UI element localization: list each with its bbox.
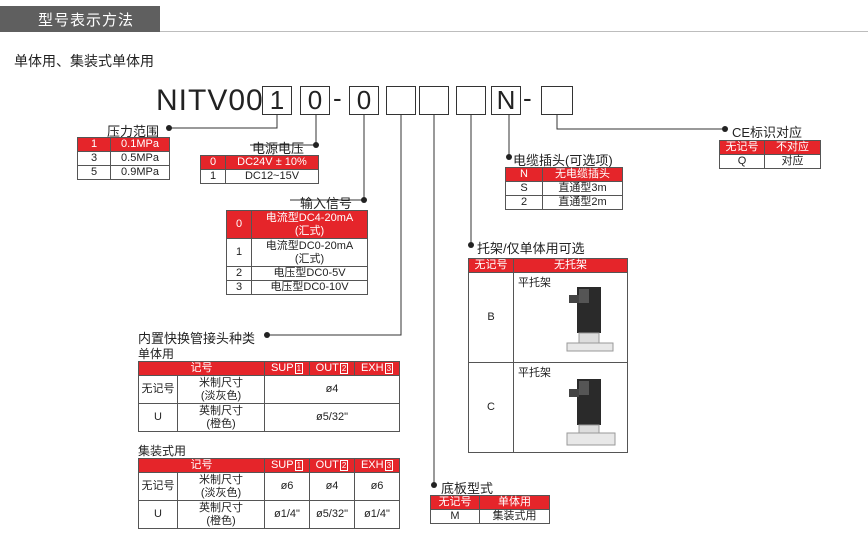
code-box-input: 0 — [349, 86, 379, 115]
fitting-label: 内置快换管接头种类 — [138, 331, 256, 346]
code-box-bracket — [456, 86, 486, 115]
model-prefix: NITV00 — [156, 84, 264, 117]
code-box-cable: N — [491, 86, 521, 115]
table-row: 无记号不对应 — [719, 140, 821, 155]
cable-label: 电缆插头(可选项) — [513, 153, 613, 168]
code-box-base — [419, 86, 449, 115]
section-title: 型号表示方法 — [38, 12, 135, 29]
flat-bracket-regulator-image-c — [566, 379, 616, 446]
table-row: B 平托架 — [468, 272, 628, 363]
base-dot — [431, 482, 437, 488]
table-row: 无记号单体用 — [430, 495, 550, 510]
code-box-fitting — [386, 86, 416, 115]
section-header-bar — [0, 6, 160, 32]
pressure-label: 压力范围 — [107, 124, 160, 139]
fitting-manifold-label: 集装式用 — [138, 444, 187, 458]
code-box-voltage: 0 — [300, 86, 330, 115]
ce-label: CE标识对应 — [732, 125, 803, 140]
pressure-dot — [166, 125, 172, 131]
bracket-label: 托架/仅单体用可选 — [477, 241, 585, 256]
bracket-b-cell: 平托架 — [513, 272, 628, 363]
code-dash-2: - — [523, 83, 532, 113]
header-divider — [160, 31, 868, 32]
table-row: C 平托架 — [468, 362, 628, 453]
code-dash-1: - — [333, 83, 342, 113]
voltage-label: 电源电压 — [252, 141, 305, 156]
table-row: 0 电流型DC4-20mA(汇式) — [226, 210, 368, 239]
bracket-dot — [468, 242, 474, 248]
table-row: 无记号 米制尺寸(淡灰色) ø4 — [138, 375, 400, 404]
code-box-ce — [541, 86, 573, 115]
flat-bracket-regulator-image — [566, 287, 614, 352]
bracket-c-cell: 平托架 — [513, 362, 628, 453]
table-row: 1 电流型DC0-20mA(汇式) — [226, 238, 368, 267]
input-label: 输入信号 — [300, 196, 353, 211]
base-label: 底板型式 — [441, 481, 494, 496]
ce-dot — [722, 126, 728, 132]
code-box-pressure: 1 — [262, 86, 292, 115]
voltage-dot — [313, 142, 319, 148]
bracket-table: 无记号无托架 B 平托架 C 平托架 — [468, 258, 628, 453]
cable-dot — [506, 154, 512, 160]
subtitle: 单体用、集装式单体用 — [14, 53, 154, 69]
fitting-dot — [264, 332, 270, 338]
table-row: U 英制尺寸(橙色) ø5/32" — [138, 403, 400, 432]
table-row: 无记号 米制尺寸(淡灰色) ø6 ø4 ø6 — [138, 472, 400, 501]
fitting-single-label: 单体用 — [138, 347, 175, 361]
table-row: U 英制尺寸(橙色) ø1/4" ø5/32" ø1/4" — [138, 500, 400, 529]
table-row: 无记号无托架 — [468, 258, 628, 273]
input-dot — [361, 197, 367, 203]
